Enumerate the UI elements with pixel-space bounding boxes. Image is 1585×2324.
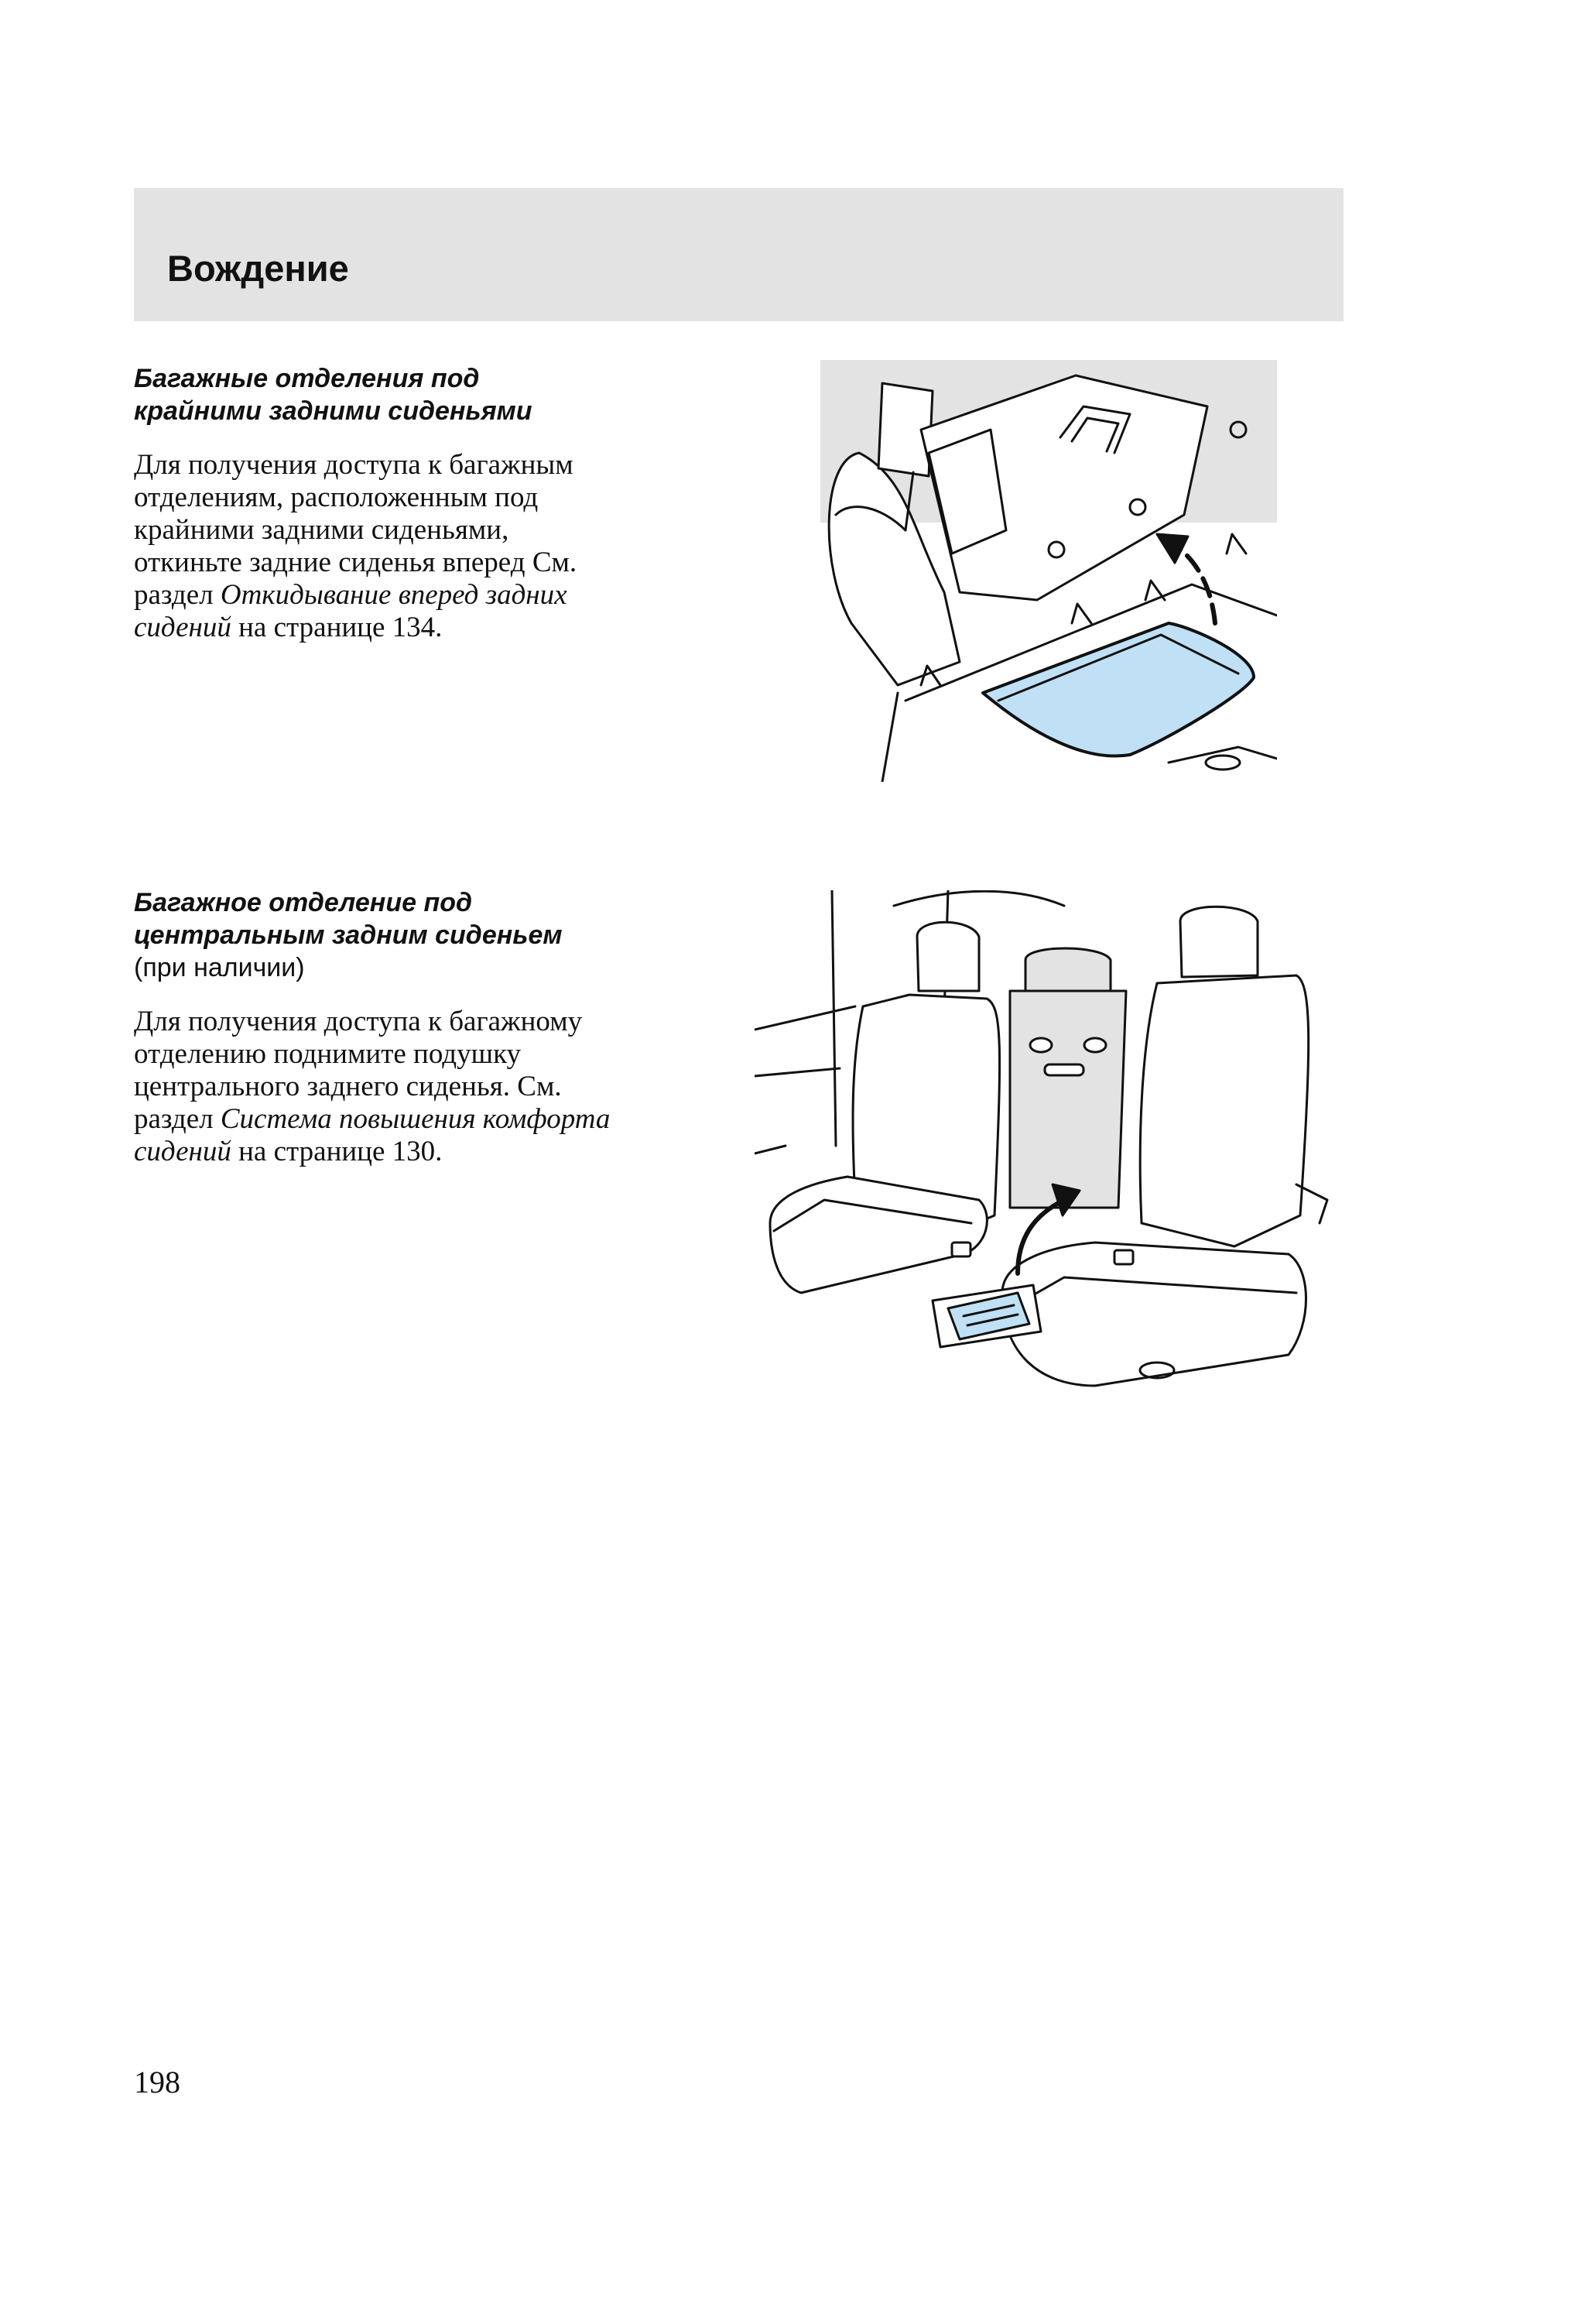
bolt-icon (1047, 540, 1066, 559)
chapter-title: Вождение (167, 248, 349, 289)
chapter-header: Вождение (134, 188, 1344, 321)
section-heading: Багажные отделения под крайними задними … (134, 364, 532, 426)
center-seat-compartment-illustration (755, 890, 1329, 1387)
outer-seat-compartment-illustration (820, 360, 1277, 782)
section-center-seat-compartment: Багажное отделение под центральным задни… (134, 886, 691, 1168)
bolt-icon (1128, 498, 1147, 516)
section-outer-seat-compartments: Багажные отделения под крайними задними … (134, 362, 691, 644)
section-heading: Багажное отделение под центральным задни… (134, 888, 563, 950)
lift-arrow-icon (1015, 1198, 1066, 1276)
section-body: Для получения доступа к багажным отделен… (134, 449, 577, 643)
bolt-icon (1229, 420, 1248, 439)
lift-arrow-icon (1174, 543, 1217, 626)
availability-note: (при наличии) (134, 953, 305, 982)
page-number: 198 (134, 2065, 180, 2099)
section-body: Для получения доступа к багажному отделе… (134, 1006, 611, 1167)
storage-compartment-shape (947, 1291, 1031, 1341)
storage-compartment-shape (981, 622, 1255, 758)
